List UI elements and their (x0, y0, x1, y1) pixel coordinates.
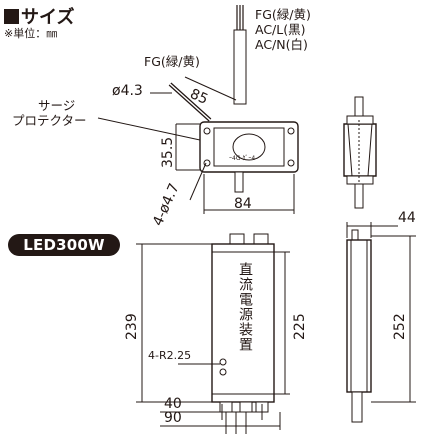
input-cable (233, 29, 247, 105)
model-badge: LED300W (8, 234, 120, 256)
wire-ends-icon (236, 5, 244, 30)
surge-protector-body: ｰ4G ｸﾞｰ4 (199, 121, 299, 173)
fg-label-top: FG(緑/黄) (255, 7, 311, 22)
dim-90: 90 (164, 410, 182, 426)
corner-radius: 4-R2.25 (148, 349, 192, 362)
page-title: サイズ (4, 3, 74, 29)
output-cable (234, 171, 244, 193)
title-text: サイズ (21, 7, 75, 28)
ac-l-label: AC/L(黒) (255, 22, 306, 37)
surge-label-2: プロテクター (12, 113, 87, 128)
ac-n-label: AC/N(白) (255, 37, 308, 52)
psu-overall-height: 239 (124, 313, 140, 340)
surge-width: 84 (234, 196, 252, 212)
dim-40: 40 (164, 396, 182, 412)
hole-diameter: ø4.3 (112, 83, 143, 99)
fg-label-side: FG(緑/黄) (144, 54, 200, 69)
unit-note: ※単位：㎜ (4, 27, 58, 40)
surge-side-view (343, 96, 377, 209)
svg-text:ｰ4G ｸﾞｰ4: ｰ4G ｸﾞｰ4 (229, 155, 255, 162)
square-bullet-icon (4, 9, 19, 24)
psu-inner-height: 225 (292, 313, 308, 340)
psu-label: 直流電源装置 (237, 262, 253, 352)
psu-front-view (211, 233, 275, 434)
surge-label-1: サージ (38, 98, 76, 113)
surge-height: 35.5 (160, 136, 176, 168)
psu-side-view (346, 229, 372, 423)
side-height: 252 (392, 313, 408, 340)
side-width: 44 (398, 210, 416, 226)
